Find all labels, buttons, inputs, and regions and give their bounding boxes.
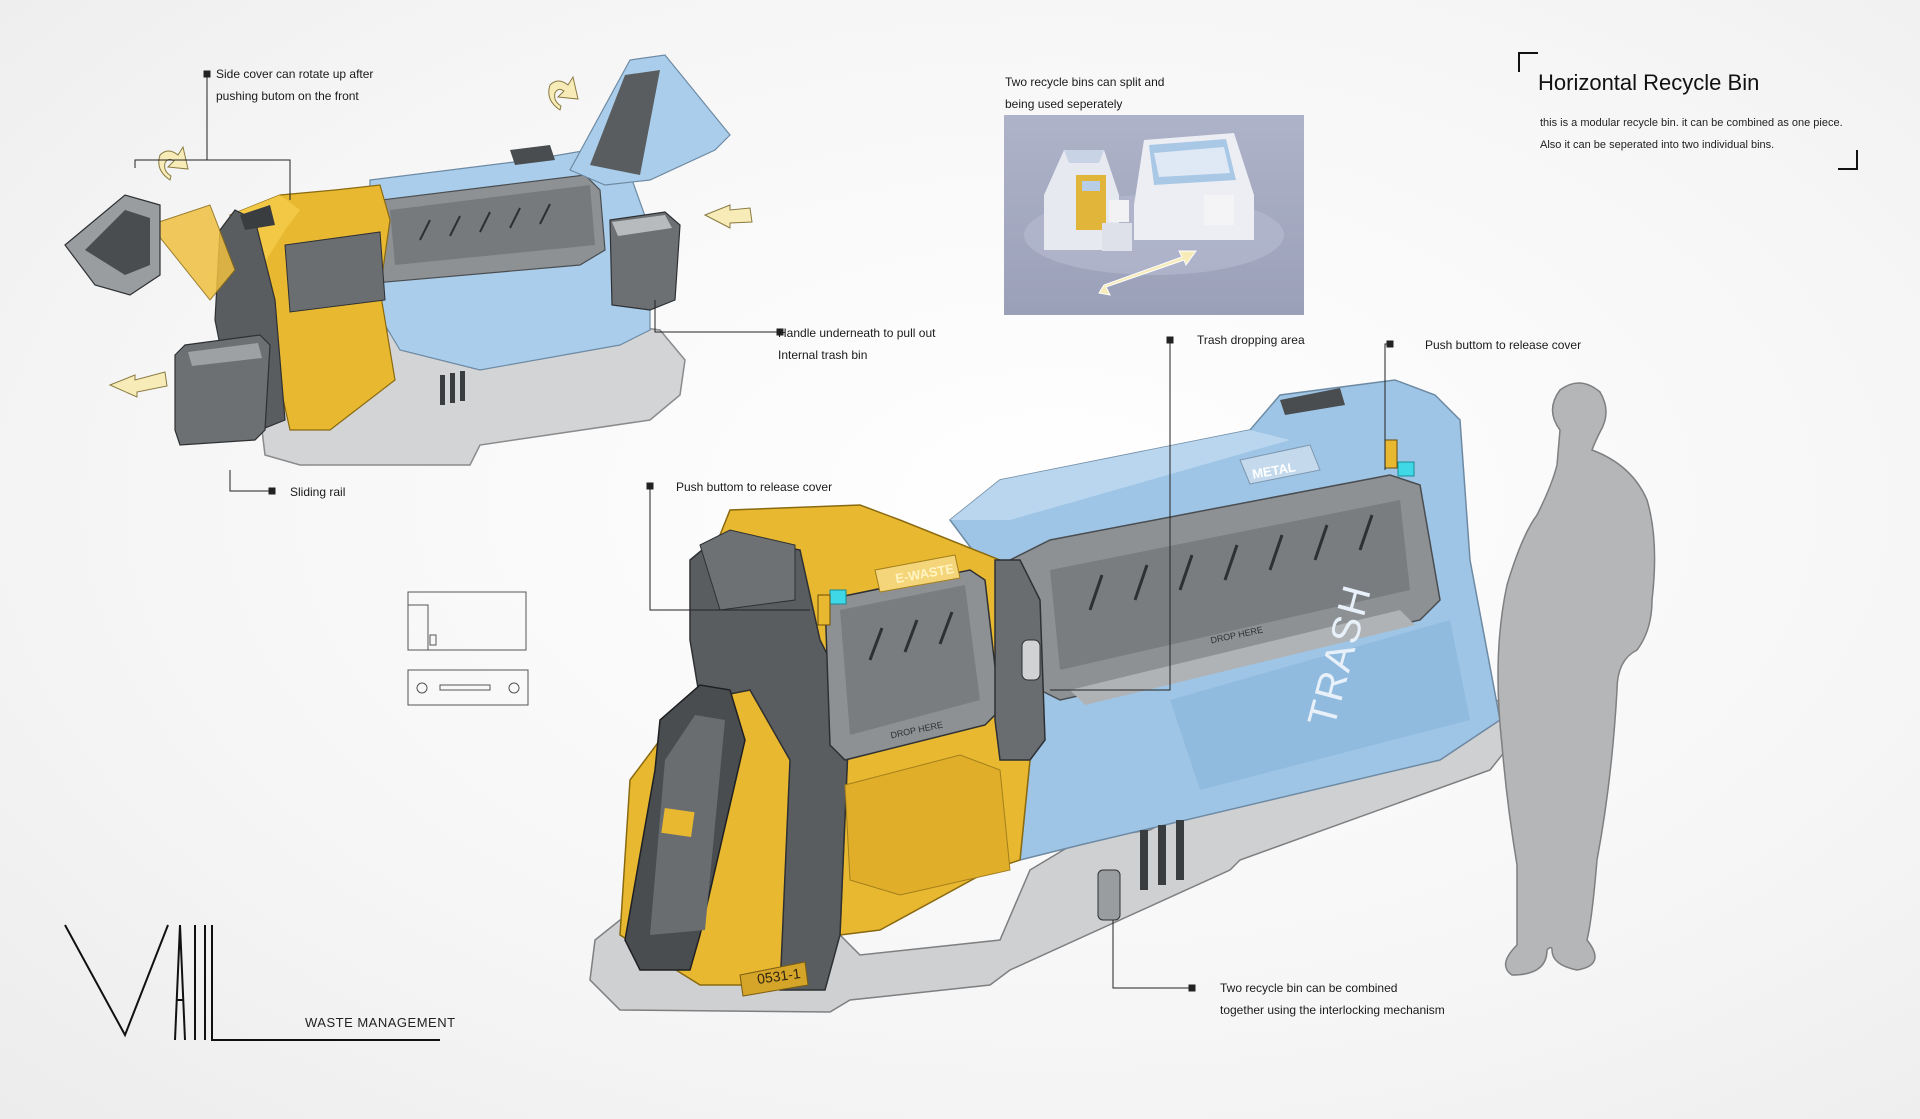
note-handle: Handle underneath to pull out Internal t…: [778, 322, 935, 366]
note-side-cover-line2: pushing butom on the front: [216, 89, 359, 103]
technical-sketches: [407, 591, 529, 706]
note-trash-drop: Trash dropping area: [1197, 333, 1305, 347]
note-split-bins: Two recycle bins can split and being use…: [1005, 71, 1164, 115]
brand-caption: WASTE MANAGEMENT: [305, 1015, 456, 1030]
note-push-button-right: Push buttom to release cover: [1425, 338, 1582, 352]
note-side-cover-line1: Side cover can rotate up after: [216, 67, 374, 81]
note-handle-line2: Internal trash bin: [778, 348, 868, 362]
page-description: this is a modular recycle bin. it can be…: [1540, 117, 1843, 151]
brand-logo-vail: [64, 924, 440, 1041]
exploded-view: [64, 54, 753, 466]
note-split-bins-line1: Two recycle bins can split and: [1005, 75, 1165, 89]
note-interlock-line2: together using the interlocking mechanis…: [1220, 1003, 1445, 1017]
note-sliding-rail: Sliding rail: [290, 485, 346, 499]
page-title: Horizontal Recycle Bin: [1538, 70, 1760, 95]
note-handle-line1: Handle underneath to pull out: [778, 326, 936, 340]
split-bins-photo: [1004, 115, 1304, 315]
note-split-bins-line2: being used seperately: [1005, 97, 1123, 111]
note-push-button-left: Push buttom to release cover: [676, 480, 833, 494]
title-block: Horizontal Recycle Bin this is a modular…: [1518, 52, 1858, 170]
main-view: [589, 379, 1526, 1013]
note-interlock: Two recycle bin can be combined together…: [1220, 977, 1445, 1021]
note-interlock-line1: Two recycle bin can be combined: [1220, 981, 1398, 995]
human-scale-figure: [1497, 382, 1656, 976]
corner-bracket-top-left: [1518, 52, 1538, 72]
note-side-cover: Side cover can rotate up after pushing b…: [216, 63, 373, 107]
callout-lines: [134, 70, 1394, 992]
corner-bracket-bottom-right: [1838, 150, 1858, 170]
